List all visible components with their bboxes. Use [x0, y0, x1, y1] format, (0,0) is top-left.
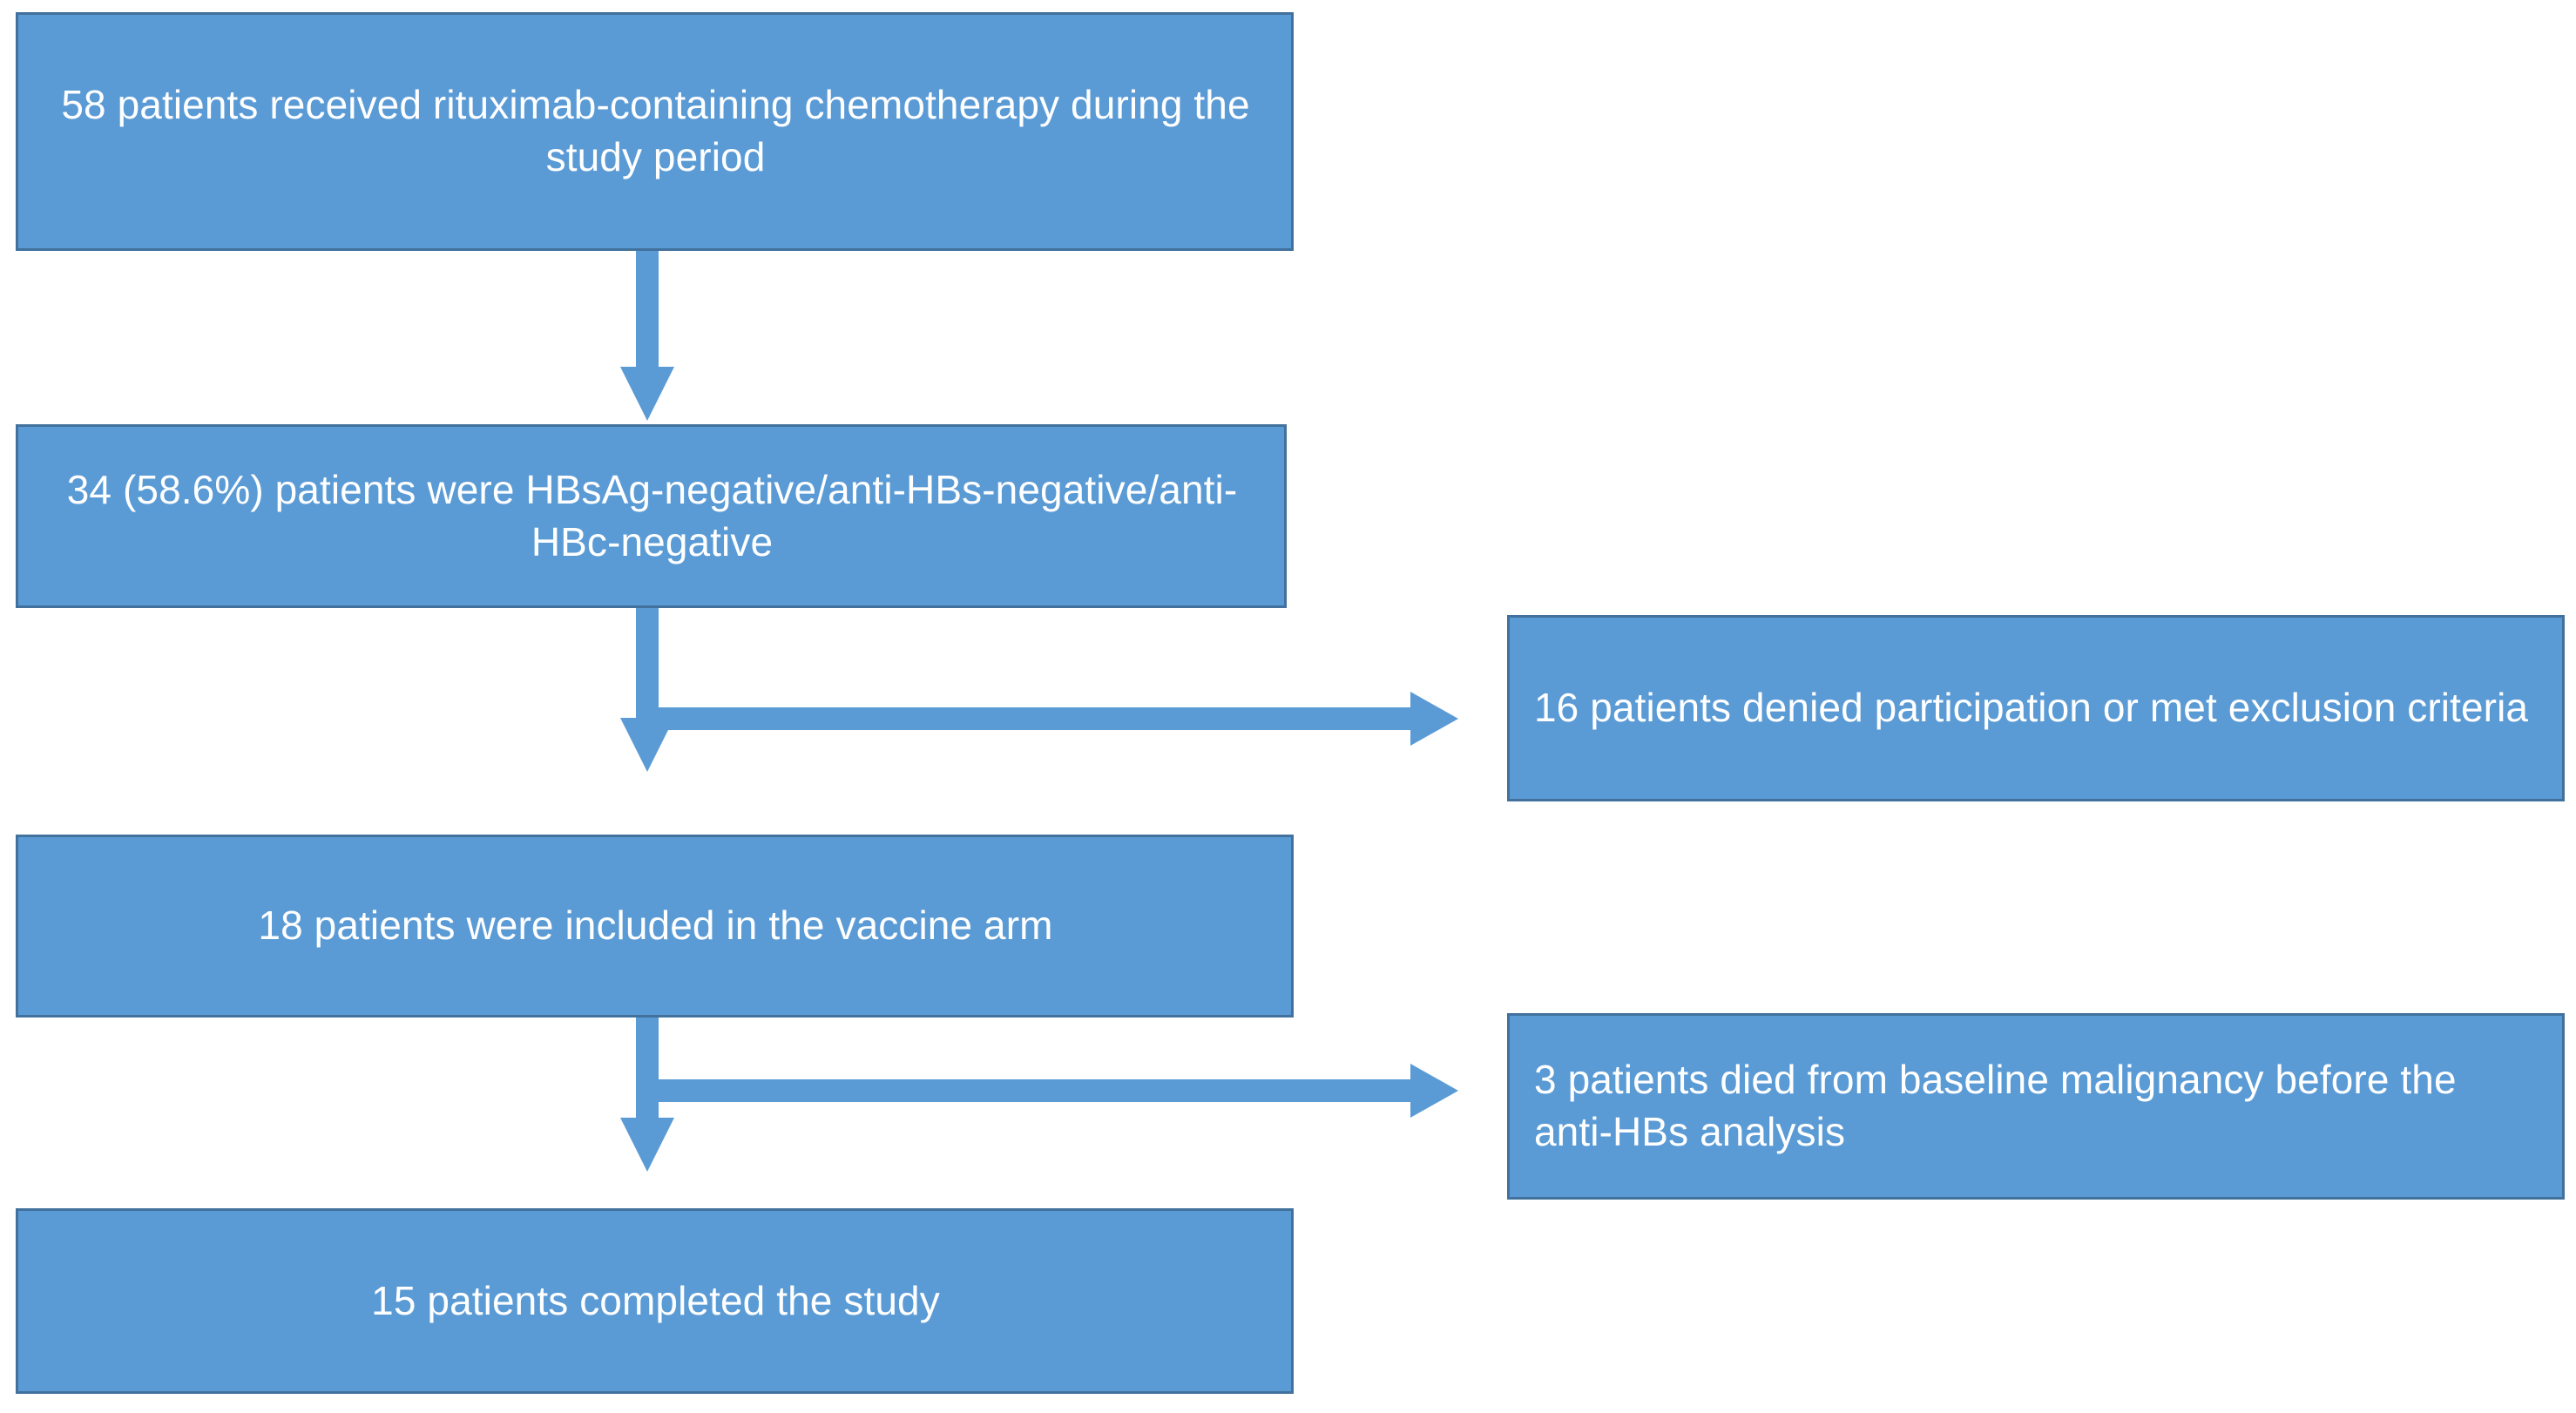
arrow-head-n2-s1 — [1410, 692, 1458, 746]
connector-line-n2-n3 — [636, 608, 659, 721]
connector-line-n3-n4 — [636, 1017, 659, 1120]
node-label: 18 patients were included in the vaccine… — [258, 903, 1053, 949]
connector-line-n1-n2 — [636, 251, 659, 370]
connector-line-n3-s2 — [656, 1079, 1412, 1102]
node-denied-or-excluded: 16 patients denied participation or met … — [1507, 615, 2565, 801]
node-completed-study: 15 patients completed the study — [16, 1208, 1294, 1394]
arrow-head-n3-n4 — [620, 1118, 674, 1172]
node-label: 34 (58.6%) patients were HBsAg-negative/… — [66, 466, 1238, 565]
node-label: 58 patients received rituximab-containin… — [61, 82, 1250, 179]
arrow-head-n3-s2 — [1410, 1064, 1458, 1118]
connector-line-n2-s1 — [656, 707, 1412, 730]
node-seronegative-patients: 34 (58.6%) patients were HBsAg-negative/… — [16, 424, 1287, 608]
node-label: 15 patients completed the study — [371, 1277, 940, 1323]
node-vaccine-arm: 18 patients were included in the vaccine… — [16, 835, 1294, 1017]
node-received-chemotherapy: 58 patients received rituximab-containin… — [16, 12, 1294, 251]
node-label: 16 patients denied participation or met … — [1534, 685, 2529, 731]
node-label: 3 patients died from baseline malignancy… — [1534, 1057, 2457, 1154]
arrow-head-n1-n2 — [620, 367, 674, 421]
node-died-before-analysis: 3 patients died from baseline malignancy… — [1507, 1013, 2565, 1200]
